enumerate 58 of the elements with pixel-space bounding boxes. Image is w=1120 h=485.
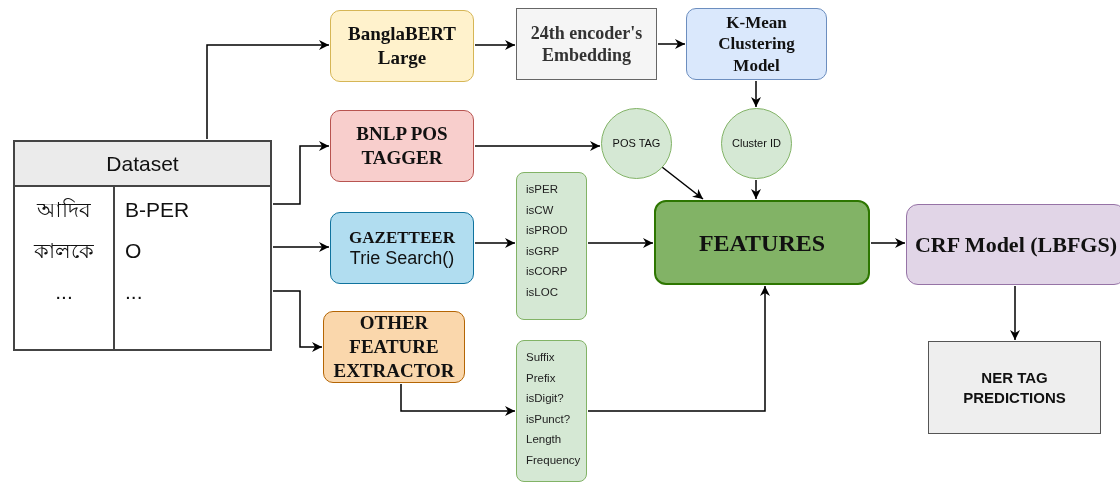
box-label: FEATURES [697,228,827,258]
arrow [657,39,686,49]
list-item: Prefix [526,370,556,386]
box-label: BanglaBERT Large [346,22,458,70]
table-cell-text: আদিব [35,197,92,223]
process-box [516,8,657,80]
table-cell-text: O [125,238,142,264]
arrow [661,166,704,200]
model-box [906,204,1120,285]
box-label: Cluster ID [731,136,782,151]
arrow [272,290,323,352]
list-item: isGRP [526,243,560,259]
list-item: isCORP [526,264,568,279]
box-label: GAZETTEER [348,226,456,248]
output-box [928,341,1101,434]
box-label: K-Mean Clustering Model [717,12,796,76]
arrow [1010,285,1020,341]
arrow [751,179,761,200]
model-box [330,10,474,82]
feature-list-box [516,340,587,482]
box-label: BNLP POS TAGGER [355,122,449,170]
arrow [870,238,906,248]
arrow [474,238,516,248]
list-item: isLOC [526,284,558,300]
arrow [206,40,330,140]
list-item: isPROD [526,223,568,238]
table-header-cell: Dataset [15,142,270,187]
list-item: Length [526,432,562,447]
gazetteer-box [330,212,474,284]
arrow [587,285,770,412]
list-item: isCW [526,202,554,218]
box-sublabel: Trie Search() [348,248,456,270]
arrow [272,141,330,205]
arrow [751,80,761,108]
box-label: NER TAG PREDICTIONS [962,367,1067,408]
box-label: POS TAG [611,136,662,151]
list-item: Suffix [526,350,555,365]
list-item: isPunct? [526,411,571,427]
feature-list-box [516,172,587,320]
list-item: isPER [526,182,558,197]
arrow [400,383,516,416]
box-label: OTHER FEATURE EXTRACTOR [332,311,456,383]
data-table [13,140,272,351]
list-item: isDigit? [526,391,564,406]
box-label: CRF Model (LBFGS) [913,230,1119,259]
tagger-box [330,110,474,182]
model-box [686,8,827,80]
arrow [587,238,654,248]
table-cell-text: কালকে [32,238,95,264]
table-cell-text: ... [54,279,74,305]
features-box [654,200,870,285]
arrow [272,242,330,252]
table-cell-text: ... [125,279,143,305]
list-item: Frequency [526,452,581,468]
table-cell-text: B-PER [125,197,190,223]
arrow [474,141,601,151]
box-label: 24th encoder's Embedding [529,21,644,67]
arrow [474,40,516,50]
